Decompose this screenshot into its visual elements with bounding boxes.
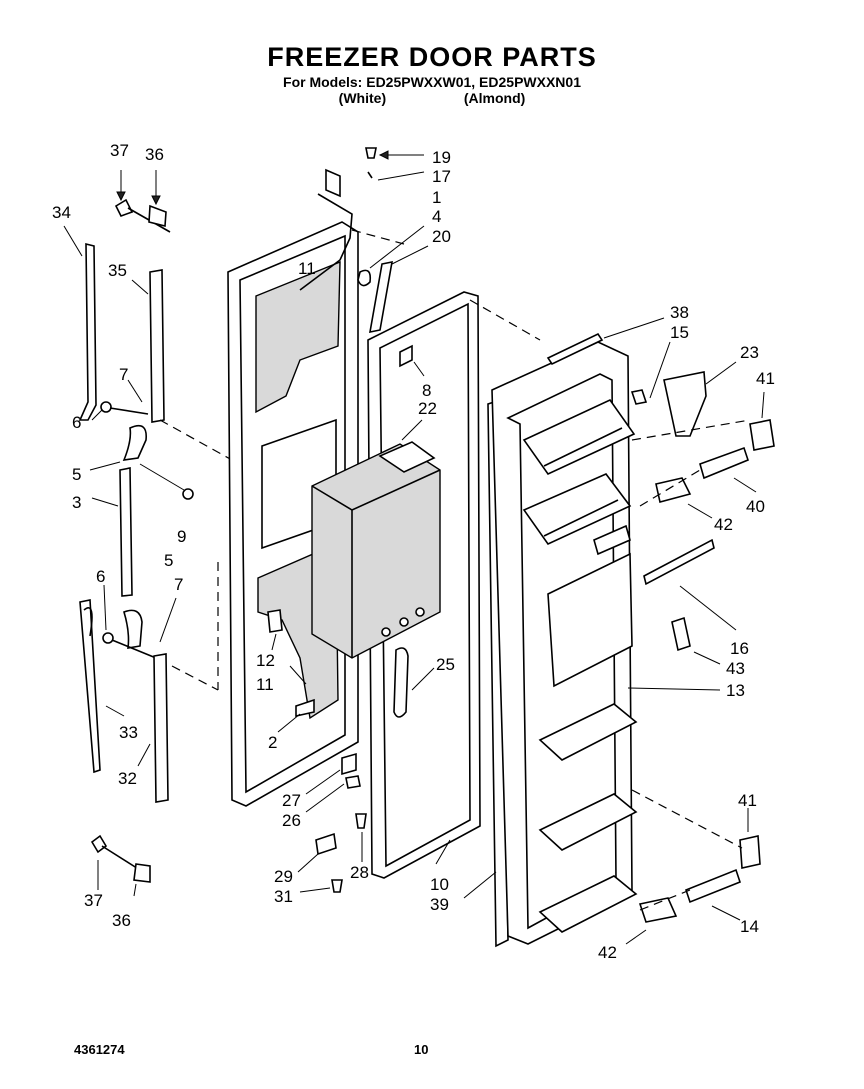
callout-41: 41 <box>756 369 775 388</box>
ice-bin-23 <box>663 361 737 437</box>
callout-5: 5 <box>164 551 173 570</box>
hinge-hardware-lower <box>90 834 151 897</box>
hinge-pivot-lower <box>79 562 219 803</box>
callout-labels: 37 36 34 35 7 6 5 3 9 5 6 7 33 32 37 36 … <box>52 141 775 962</box>
shelf-retainers-lower <box>625 789 761 945</box>
callout-4: 4 <box>432 207 441 226</box>
callout-38: 38 <box>670 303 689 322</box>
callout-37: 37 <box>84 891 103 910</box>
callout-11: 11 <box>298 259 316 278</box>
callout-14: 14 <box>740 917 759 936</box>
shelf-retainers-upper <box>631 391 775 519</box>
callout-42: 42 <box>598 943 617 962</box>
callout-32: 32 <box>118 769 137 788</box>
callout-6: 6 <box>72 413 81 432</box>
callout-12: 12 <box>256 651 275 670</box>
bracket-43 <box>671 616 721 665</box>
callout-3: 3 <box>72 493 81 512</box>
callout-28: 28 <box>350 863 369 882</box>
page-number: 10 <box>414 1042 429 1057</box>
hinge-channel-35 <box>131 269 165 423</box>
callout-35: 35 <box>108 261 127 280</box>
page-title: FREEZER DOOR PARTS <box>267 42 597 72</box>
models-line: For Models: ED25PWXXW01, ED25PWXXN01 <box>283 74 581 90</box>
inner-door-liner <box>491 341 721 945</box>
top-trim-38 <box>546 317 671 405</box>
callout-8: 8 <box>422 381 431 400</box>
callout-33: 33 <box>119 723 138 742</box>
callout-27: 27 <box>282 791 301 810</box>
lower-door-hardware <box>267 609 367 893</box>
callout-39: 39 <box>430 895 449 914</box>
callout-20: 20 <box>432 227 451 246</box>
callout-40: 40 <box>746 497 765 516</box>
hinge-trim-strip-34 <box>63 225 97 421</box>
callout-22: 22 <box>418 399 437 418</box>
callout-2: 2 <box>268 733 277 752</box>
document-number: 4361274 <box>74 1042 125 1057</box>
hinge-pivot-upper <box>89 379 233 597</box>
callout-26: 26 <box>282 811 301 830</box>
callout-11: 11 <box>256 675 274 694</box>
chute-housing <box>311 419 441 659</box>
callout-19: 19 <box>432 148 451 167</box>
colors-line: (White) (Almond) <box>338 90 526 106</box>
callout-16: 16 <box>730 639 749 658</box>
callout-23: 23 <box>740 343 759 362</box>
callout-41: 41 <box>738 791 757 810</box>
callout-10: 10 <box>430 875 449 894</box>
callout-7: 7 <box>119 365 128 384</box>
top-hardware <box>357 147 429 334</box>
callout-42: 42 <box>714 515 733 534</box>
callout-13: 13 <box>726 681 745 700</box>
callout-5: 5 <box>72 465 81 484</box>
callout-43: 43 <box>726 659 745 678</box>
hinge-hardware-upper <box>114 170 171 233</box>
callout-6: 6 <box>96 567 105 586</box>
callout-36: 36 <box>112 911 131 930</box>
callout-9: 9 <box>177 527 186 546</box>
callout-1: 1 <box>432 188 441 207</box>
callout-37: 37 <box>110 141 129 160</box>
callout-7: 7 <box>174 575 183 594</box>
callout-15: 15 <box>670 323 689 342</box>
callout-34: 34 <box>52 203 71 222</box>
callout-29: 29 <box>274 867 293 886</box>
callout-31: 31 <box>274 887 293 906</box>
callout-25: 25 <box>436 655 455 674</box>
shelf-bar-16 <box>643 538 737 631</box>
callout-17: 17 <box>432 167 451 186</box>
callout-36: 36 <box>145 145 164 164</box>
